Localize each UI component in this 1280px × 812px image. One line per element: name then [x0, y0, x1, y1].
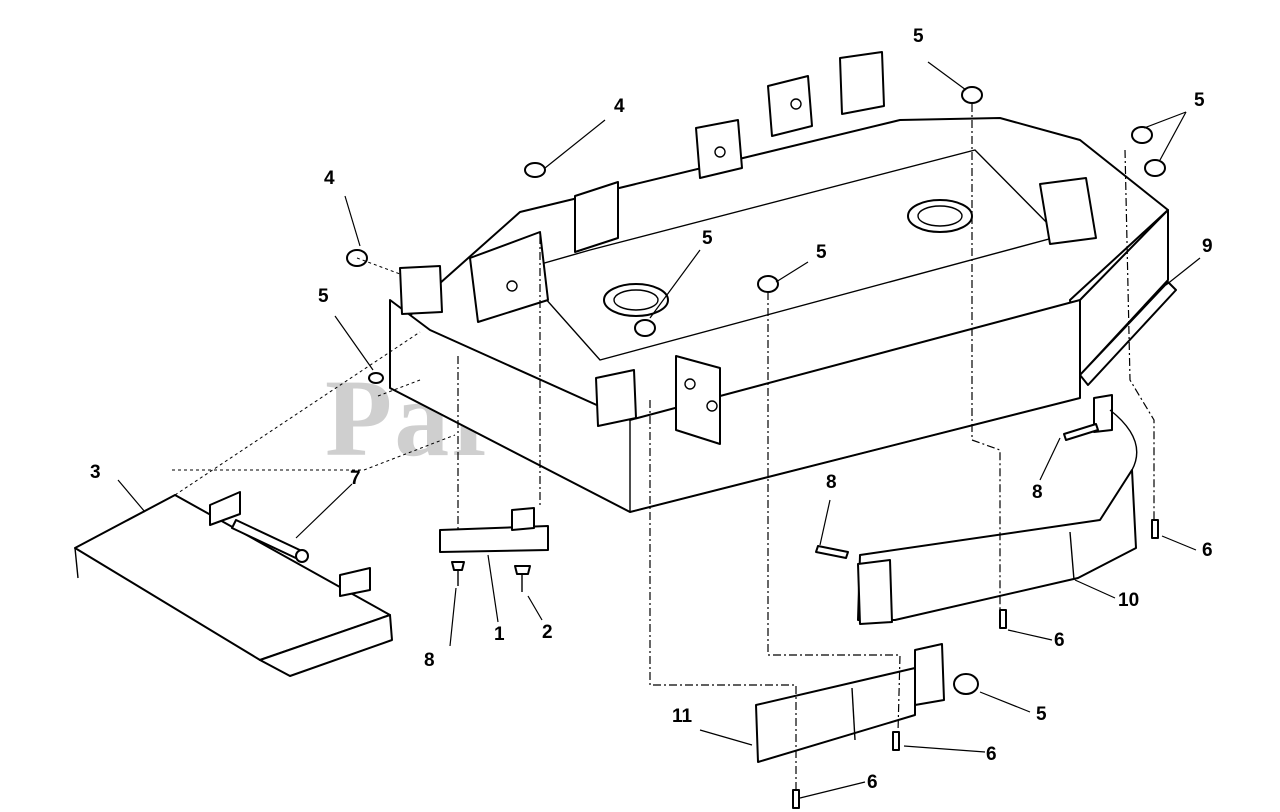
callout-1: 1: [494, 624, 505, 645]
callout-2: 2: [542, 622, 553, 643]
nuts: [346, 86, 1166, 695]
callout-5c: 5: [816, 242, 827, 263]
part-1-block: [439, 507, 549, 553]
part-10-shield: [857, 394, 1138, 625]
callout-5b: 5: [702, 228, 713, 249]
callout-6c: 6: [986, 744, 997, 765]
callout-5d: 5: [913, 26, 924, 47]
part-7-rod: [231, 519, 309, 563]
bolts-under-block: [451, 561, 531, 592]
callout-4b: 4: [614, 96, 625, 117]
callout-3: 3: [90, 462, 101, 483]
part-3-deflector: [74, 491, 393, 677]
callout-6a: 6: [1202, 540, 1213, 561]
part-9-strip: [1079, 281, 1177, 386]
screws: [792, 423, 1159, 809]
callout-5e: 5: [1194, 90, 1205, 111]
callout-5a: 5: [318, 286, 329, 307]
deck-brackets: [399, 51, 1097, 445]
callout-11: 11: [672, 706, 693, 727]
callouts: 1 2 3 4 4 5 5 5 5 5 5 6 6 6 6 7 8 8 8 9 …: [90, 26, 1213, 793]
callout-4a: 4: [324, 168, 335, 189]
part-11-shield: [755, 643, 945, 763]
callout-8b: 8: [826, 472, 837, 493]
callout-6d: 6: [867, 772, 878, 793]
leader-lines: [117, 61, 1201, 799]
assembly-lines: [172, 104, 1155, 790]
callout-10: 10: [1118, 590, 1139, 611]
callout-8c: 8: [1032, 482, 1043, 503]
callout-6b: 6: [1054, 630, 1065, 651]
callout-5f: 5: [1036, 704, 1047, 725]
callout-9: 9: [1202, 236, 1213, 257]
callout-8a: 8: [424, 650, 435, 671]
callout-7: 7: [350, 468, 361, 489]
